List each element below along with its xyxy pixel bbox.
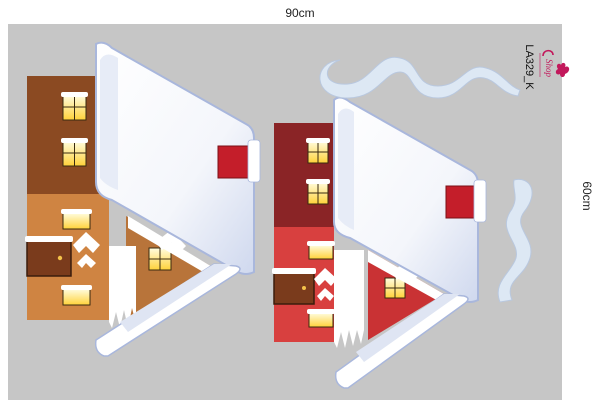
red-house-door	[272, 268, 316, 305]
red-house-snow-chevron	[317, 288, 334, 301]
brown-house-chimney	[217, 139, 261, 183]
brown-house-eave-snow	[128, 216, 214, 276]
red-house-snow-wall	[334, 250, 364, 348]
logo-swirl	[542, 49, 554, 57]
brown-house-roof-edge	[100, 54, 118, 190]
width-dimension-label: 90cm	[285, 6, 315, 20]
butterfly-icon	[555, 62, 570, 77]
brown-house-gable-window	[148, 247, 172, 271]
red-house-snow-chevron	[314, 268, 337, 286]
brand-name: Shop	[544, 59, 554, 78]
red-house-front-snow	[334, 293, 469, 389]
brown-house-window	[61, 138, 88, 167]
red-house-window	[306, 138, 330, 164]
brown-house-door	[25, 236, 73, 277]
brown-house-snow-chevron	[77, 254, 96, 268]
brown-house-window	[61, 209, 92, 230]
brown-house	[25, 41, 261, 357]
brown-house-snow-wall	[109, 246, 136, 328]
brown-house-snow-chevron	[156, 230, 186, 252]
red-house-gable-window	[384, 277, 406, 299]
brown-house-window	[61, 92, 88, 121]
red-house	[272, 96, 487, 389]
red-house-eave-snow	[368, 250, 444, 302]
smoke-top	[319, 56, 521, 99]
smoke-right	[497, 178, 533, 303]
brown-house-front-snow-shade	[120, 264, 232, 332]
brown-house-roof	[95, 41, 255, 275]
red-house-window	[307, 309, 335, 328]
product-code: LA329_K	[523, 44, 535, 90]
brown-house-window	[61, 285, 92, 306]
brown-house-front-snow	[94, 263, 241, 357]
red-house-roof	[333, 96, 479, 303]
brand-logo: Shop	[539, 49, 570, 78]
red-house-window	[307, 241, 335, 260]
red-house-chimney	[445, 179, 487, 223]
brown-house-snow-chevron	[73, 232, 100, 253]
red-house-front-snow-shade	[356, 294, 460, 362]
red-house-roof-edge	[338, 108, 354, 230]
red-house-snow-chevron	[392, 262, 418, 281]
red-house-window	[306, 179, 330, 205]
